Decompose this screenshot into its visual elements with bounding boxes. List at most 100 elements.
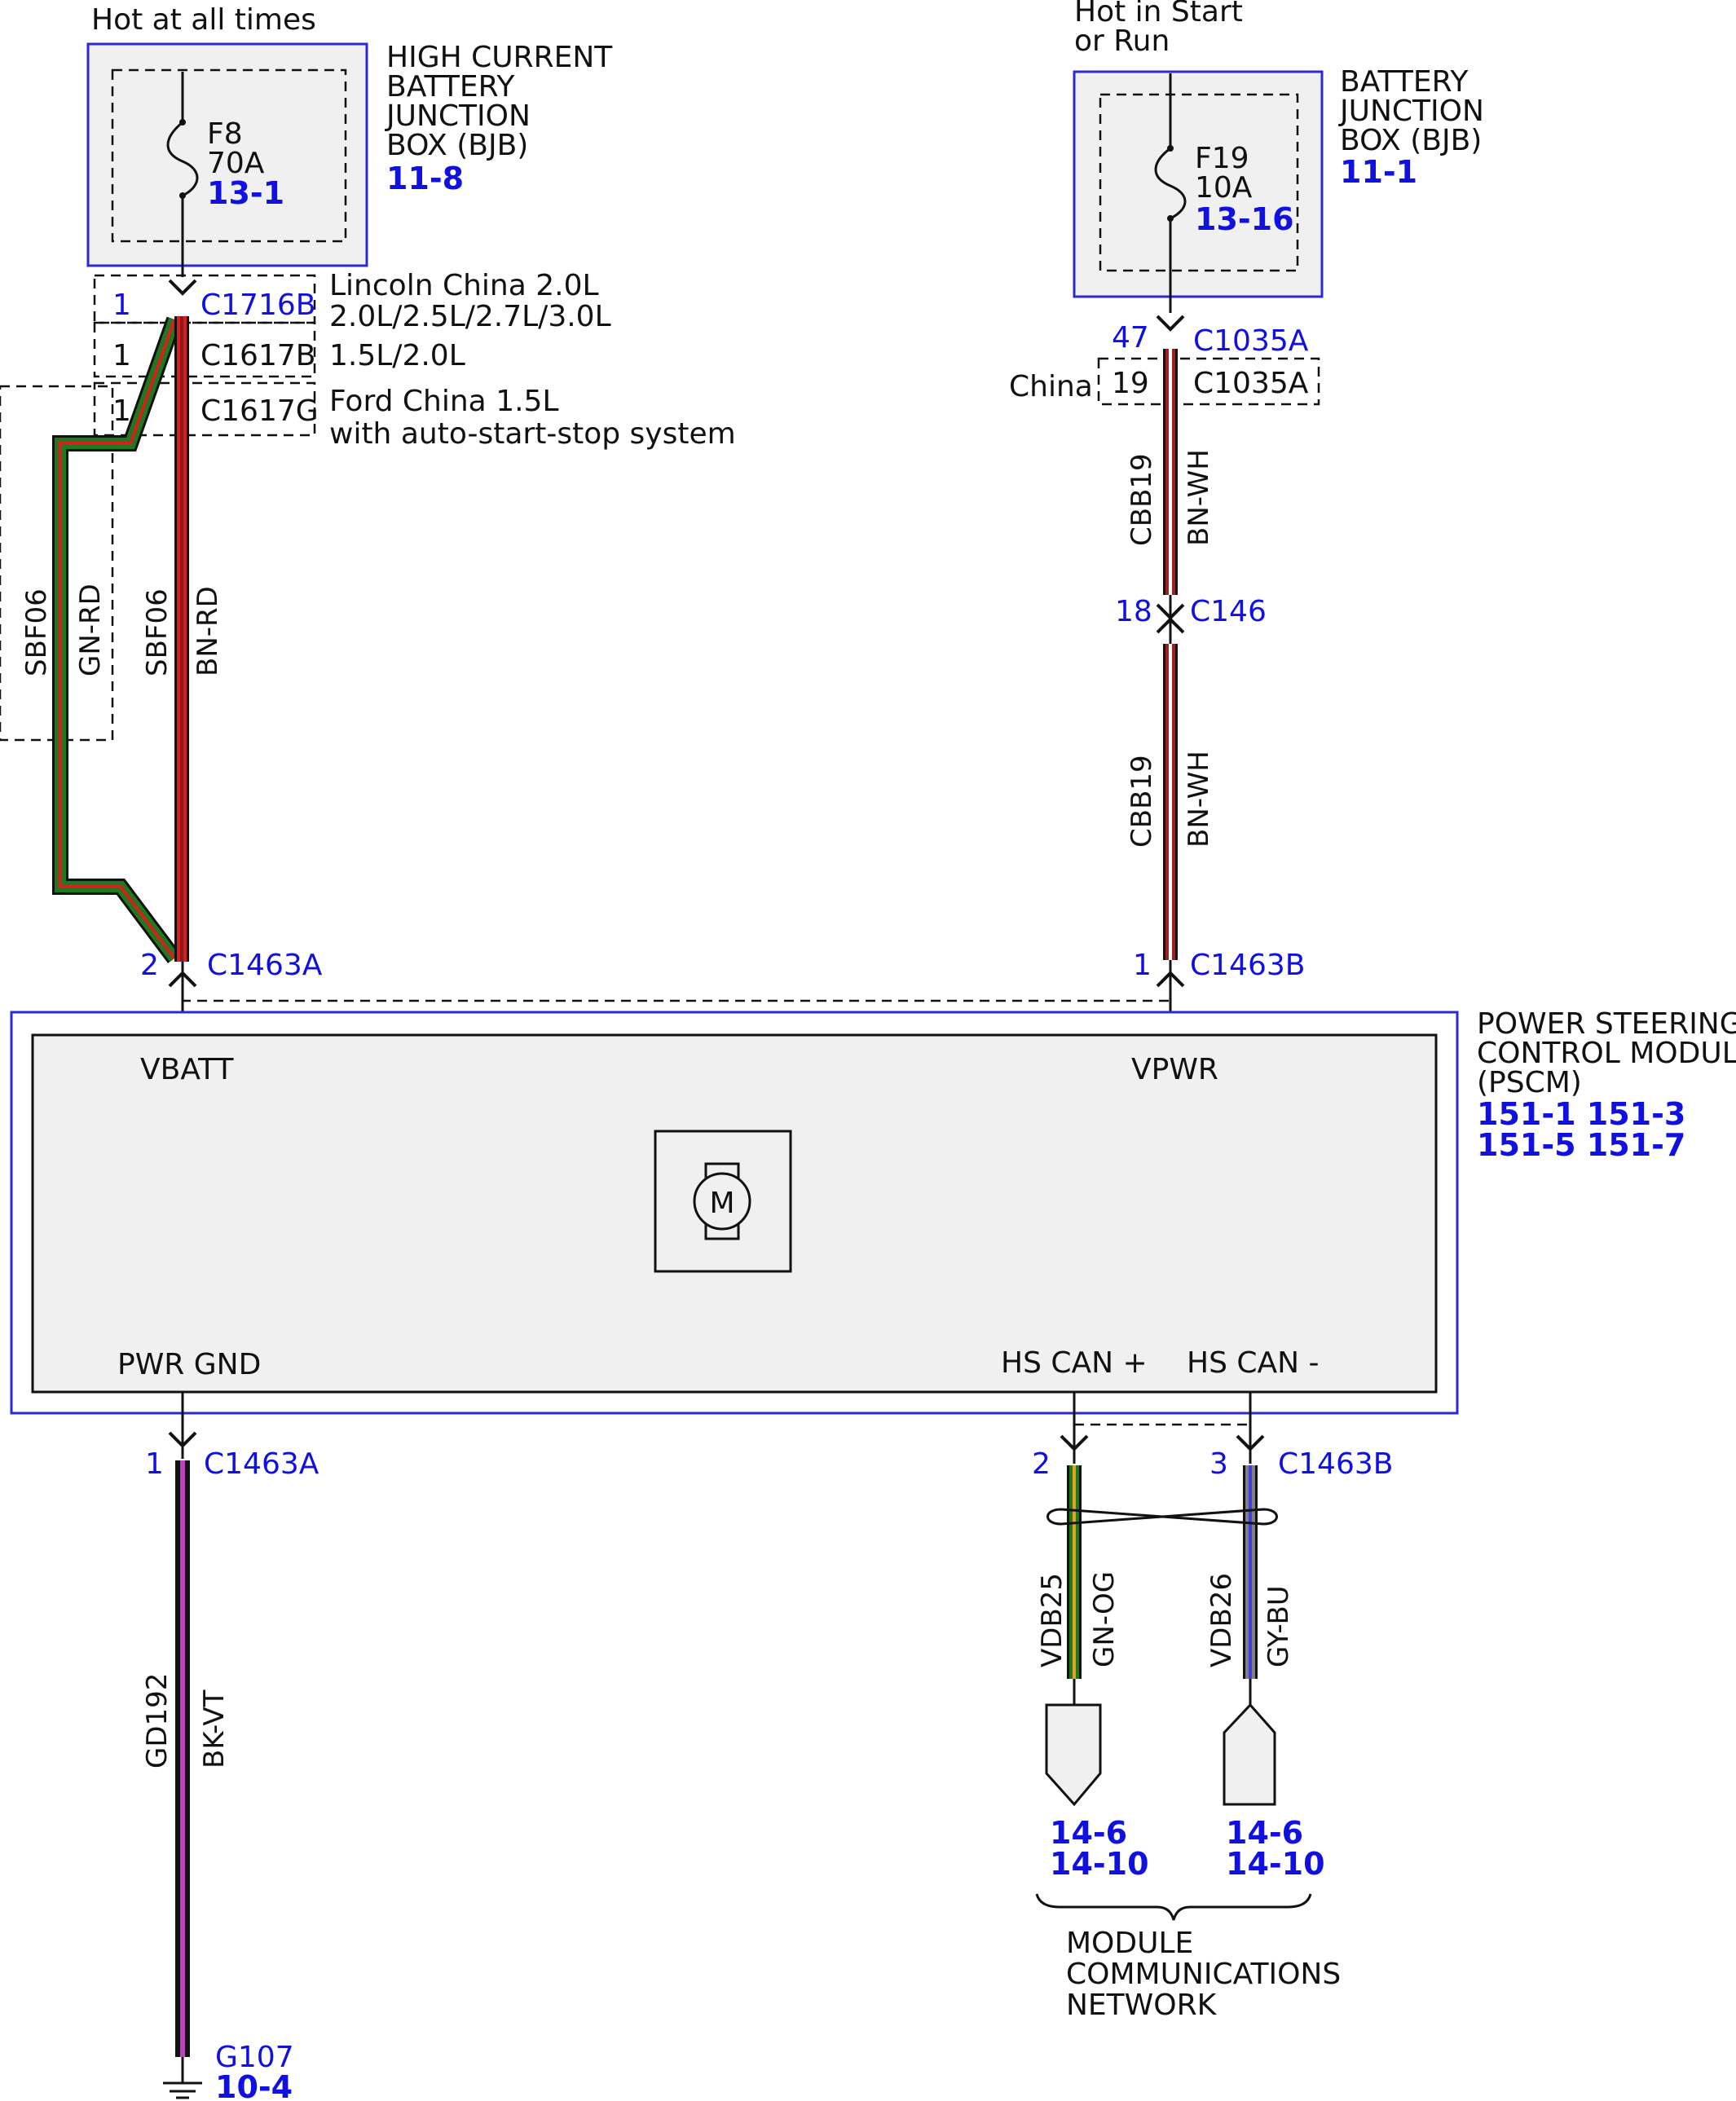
cbb19-lower-color: BN-WH [1183,751,1215,848]
can-plus-ref-1[interactable]: 14-6 [1050,1815,1127,1851]
fuse-f8 [166,72,199,277]
vdb26-circuit: VDB26 [1205,1573,1238,1667]
wire-cbb19-lower [1163,644,1178,960]
wire-sbf06-bn-rd [174,316,189,962]
c1617g-box [93,381,316,437]
can-plus-network-arrow-icon [1045,1703,1102,1807]
can-minus-network-arrow-icon [1223,1702,1276,1806]
c1716b-box [93,274,316,324]
c1035a-china-name: C1035A [1193,367,1309,400]
bjb-inner [1099,93,1299,272]
pscm-name-2: CONTROL MODULE [1477,1037,1736,1070]
vpwr-conn[interactable]: C1463B [1190,949,1305,982]
left-box-label-4: BOX (BJB) [386,129,528,162]
c1617b-note: 1.5L/2.0L [329,339,465,372]
alt-wire-circuit: SBF06 [20,588,53,676]
ground-conn[interactable]: C1463A [204,1447,319,1481]
right-box-label-1: BATTERY [1340,65,1469,99]
right-box-label-2: JUNCTION [1338,95,1484,128]
bjb-box [1073,70,1324,298]
hs-can-plus-label: HS CAN + [1001,1346,1148,1380]
left-box-label-1: HIGH CURRENT [386,41,613,74]
main-wire-color: BN-RD [192,586,224,676]
ground-conn-chevron-icon [168,1431,197,1448]
right-box-ref[interactable]: 11-1 [1340,154,1417,190]
wire-cbb19-upper [1163,349,1178,595]
c1716b-name[interactable]: C1716B [200,289,315,322]
vbatt-label: VBATT [140,1053,235,1086]
vbatt-pin: 2 [140,949,159,982]
can-minus-ref-1[interactable]: 14-6 [1226,1815,1303,1851]
can-minus-ref-2[interactable]: 14-10 [1226,1846,1325,1882]
pscm-name-3: (PSCM) [1477,1066,1582,1099]
cbb19-upper-color: BN-WH [1183,449,1215,546]
right-heading-2: or Run [1074,24,1170,58]
vpwr-pin: 1 [1133,949,1152,982]
cbb19-lower-circuit: CBB19 [1126,755,1158,848]
network-label-1: MODULE [1066,1927,1193,1960]
c1617g-name: C1617G [200,394,319,428]
c1716b-note-1: Lincoln China 2.0L [329,269,599,302]
c1617b-pin: 1 [112,339,131,372]
gd192-circuit: GD192 [141,1673,174,1768]
network-brace-icon [1035,1893,1312,1921]
hs-can-minus-label: HS CAN - [1187,1346,1320,1380]
right-heading-1: Hot in Start [1074,0,1243,29]
can-plus-pin: 2 [1032,1447,1051,1481]
vdb26-color: GY-BU [1262,1585,1295,1667]
vbatt-conn[interactable]: C1463A [207,949,323,982]
high-current-bjb-inner [111,68,347,243]
vpwr-label: VPWR [1131,1053,1218,1086]
pwr-gnd-label: PWR GND [117,1348,261,1381]
ground-symbol-icon [163,2057,202,2099]
pscm-refs-2[interactable]: 151-5 151-7 [1477,1127,1685,1163]
left-box-label-3: JUNCTION [385,99,531,133]
can-plus-ref-2[interactable]: 14-10 [1050,1846,1149,1882]
wire-vdb25 [1067,1465,1082,1679]
c1035a-name[interactable]: C1035A [1193,324,1309,358]
bjb [1073,70,1324,298]
c1035a-china-pin: 19 [1112,367,1149,400]
twisted-pair-icon [1046,1508,1278,1526]
c1617g-pin: 1 [112,394,131,428]
ground-ref[interactable]: 10-4 [215,2069,293,2101]
pscm-name-1: POWER STEERING [1477,1007,1736,1041]
c1463-link [181,999,1170,1002]
can-minus-pin: 3 [1209,1447,1228,1481]
left-heading: Hot at all times [91,3,316,37]
ground-pin: 1 [145,1447,164,1481]
c1617g-note-2: with auto-start-stop system [329,417,736,451]
c1617b-box [93,321,316,378]
gd192-color: BK-VT [198,1689,231,1768]
wire-sbf06-gn-rd [52,316,183,963]
cbb19-upper-circuit: CBB19 [1126,453,1158,546]
fuse-f19 [1154,73,1187,313]
fuse-f8-ref[interactable]: 13-1 [207,175,284,211]
c146-name[interactable]: C146 [1190,595,1267,628]
fuse-f19-id: F19 [1195,142,1249,175]
can-plus-chevron-icon [1060,1434,1089,1451]
fuse-f8-id: F8 [207,117,243,151]
c1716b-chevron-icon [168,279,197,296]
fuse-f19-ref[interactable]: 13-16 [1195,201,1294,237]
pscm-refs-1[interactable]: 151-1 151-3 [1477,1096,1685,1132]
fuse-f19-rating: 10A [1195,171,1253,205]
can-conn[interactable]: C1463B [1278,1447,1393,1481]
right-box-label-3: BOX (BJB) [1340,124,1482,157]
motor-symbol: M [709,1187,734,1220]
c1617b-name: C1617B [200,339,315,372]
c146-pin: 18 [1115,595,1152,628]
c1035a-pin: 47 [1112,321,1149,355]
alt-wire-color: GN-RD [74,584,107,676]
wire-gd192 [175,1460,190,2057]
vdb25-color: GN-OG [1088,1571,1121,1667]
c1716b-pin: 1 [112,289,131,322]
c1617g-note-1: Ford China 1.5L [329,385,559,418]
left-box-ref[interactable]: 11-8 [386,161,464,196]
can-minus-chevron-icon [1236,1434,1265,1451]
left-box-label-2: BATTERY [386,70,515,104]
c1716b-note-2: 2.0L/2.5L/2.7L/3.0L [329,300,611,333]
ground-id: G107 [215,2041,294,2074]
high-current-bjb-box [86,42,368,267]
